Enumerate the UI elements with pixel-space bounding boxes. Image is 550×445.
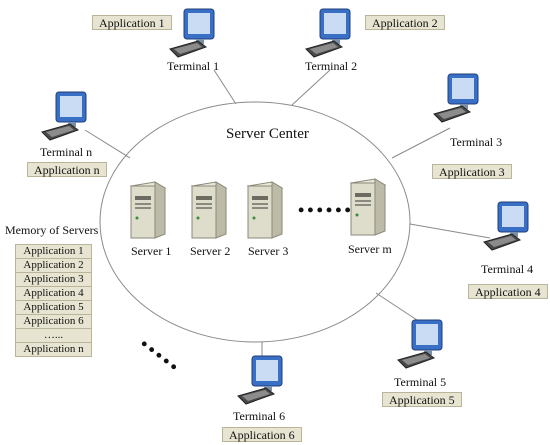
- link-terminal-1: [213, 69, 237, 105]
- terminal-6-application-tag: Application 6: [222, 427, 302, 442]
- memory-item: …...: [15, 328, 92, 343]
- terminal-6-label: Terminal 6: [233, 409, 286, 423]
- terminal-3-label: Terminal 3: [450, 135, 503, 149]
- server-m-icon: [345, 175, 389, 237]
- server-center-title: Server Center: [226, 126, 309, 142]
- terminal-2-computer-icon: [304, 7, 358, 59]
- terminal-4-label: Terminal 4: [481, 262, 534, 276]
- terminal-4-computer-icon: [482, 200, 536, 252]
- link-terminal-5: [375, 292, 421, 323]
- link-terminal-3: [391, 127, 451, 159]
- terminal-3-application-tag: Application 3: [432, 164, 512, 179]
- link-terminal-4: [409, 223, 491, 239]
- server-1-label: Server 1: [131, 244, 172, 258]
- terminal-5-label: Terminal 5: [394, 375, 447, 389]
- terminal-n-computer-icon: [40, 90, 94, 142]
- memory-item: Application 3: [15, 272, 92, 287]
- terminal-5-application-tag: Application 5: [382, 392, 462, 407]
- terminal-3-computer-icon: [432, 72, 486, 124]
- memory-item: Application 4: [15, 286, 92, 301]
- link-terminal-2: [291, 69, 331, 106]
- link-terminal-n: [84, 129, 131, 159]
- memory-title: Memory of Servers: [5, 223, 99, 237]
- server-2-label: Server 2: [190, 244, 231, 258]
- terminal-n-application-tag: Application n: [27, 162, 107, 177]
- server-1-icon: [125, 178, 169, 240]
- memory-item: Application 6: [15, 314, 92, 329]
- terminal-6-computer-icon: [236, 354, 290, 406]
- server-3-label: Server 3: [248, 244, 289, 258]
- terminal-2-application-tag: Application 2: [365, 15, 445, 30]
- memory-item: Application 5: [15, 300, 92, 315]
- terminal-5-computer-icon: [396, 318, 450, 370]
- server-center-ellipse: [99, 101, 411, 343]
- memory-list: Application 1 Application 2 Application …: [15, 244, 92, 357]
- terminal-1-label: Terminal 1: [167, 59, 220, 73]
- terminal-2-label: Terminal 2: [305, 59, 358, 73]
- servers-ellipsis: ••••••: [298, 200, 354, 220]
- server-2-icon: [186, 178, 230, 240]
- terminal-1-computer-icon: [168, 7, 222, 59]
- server-3-icon: [242, 178, 286, 240]
- memory-item: Application 1: [15, 244, 92, 259]
- terminal-n-label: Terminal n: [40, 145, 93, 159]
- memory-item: Application 2: [15, 258, 92, 273]
- terminal-4-application-tag: Application 4: [468, 284, 548, 299]
- server-m-label: Server m: [348, 242, 392, 256]
- terminal-1-application-tag: Application 1: [92, 15, 172, 30]
- memory-item: Application n: [15, 342, 92, 357]
